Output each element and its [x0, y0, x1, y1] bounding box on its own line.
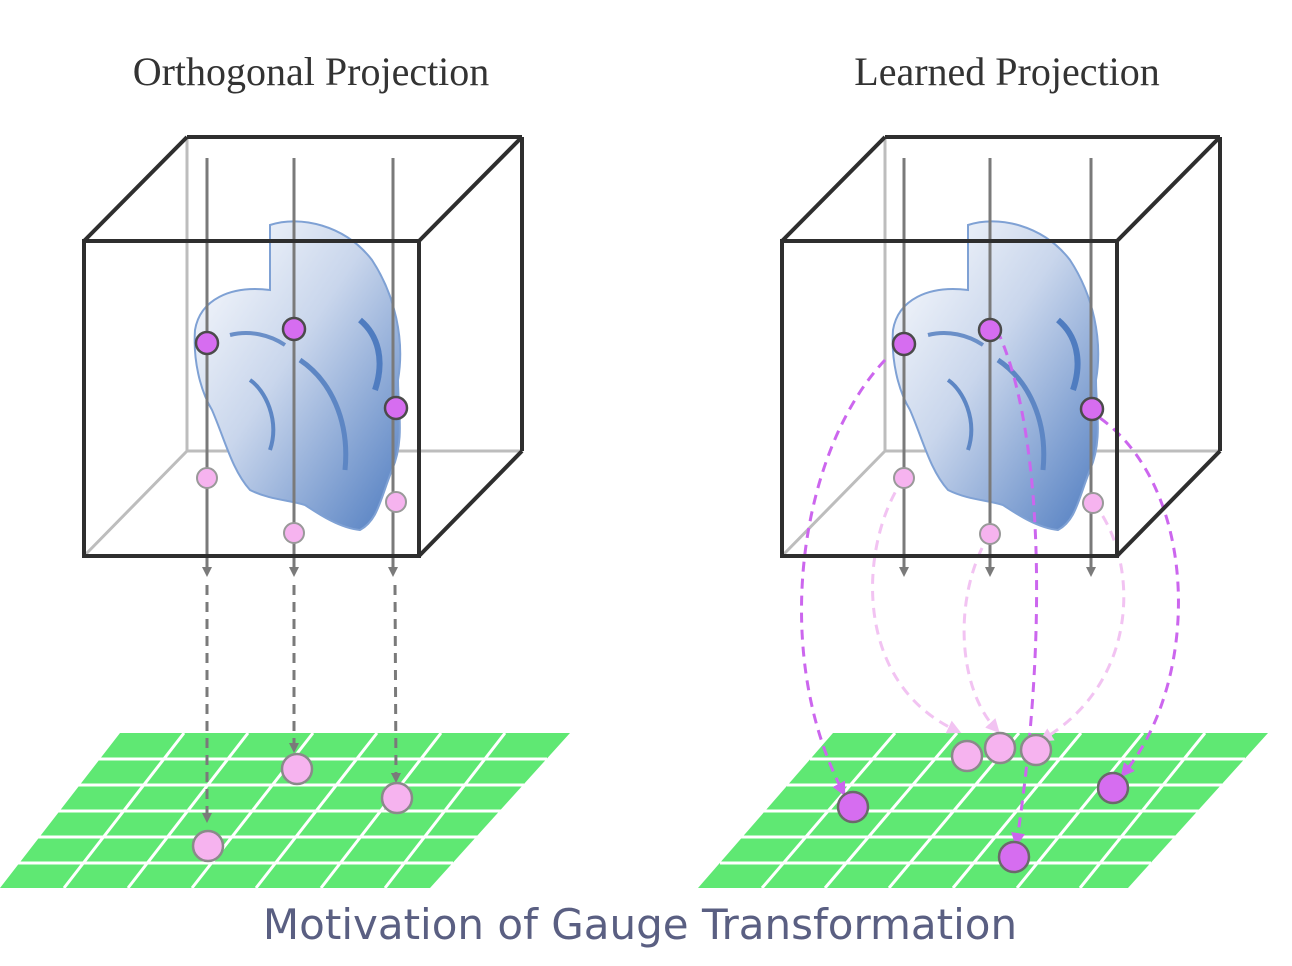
panel-title-learned: Learned Projection [854, 49, 1160, 94]
learned-rays-back [871, 477, 1126, 742]
image-plane-grid [0, 732, 570, 889]
projected-points-back-learned [950, 731, 1053, 773]
learned-panel [698, 135, 1268, 889]
bounding-cube-front-learned [780, 135, 1222, 558]
projected-points [191, 752, 414, 863]
sculpture-head-learned [891, 220, 1100, 532]
projected-points-front-learned [836, 771, 1130, 874]
sculpture-head [193, 220, 402, 532]
surface-points-back [196, 467, 407, 544]
projection-rays-dashed [202, 584, 401, 823]
surface-points-front [194, 316, 409, 421]
surface-points-front-learned [891, 317, 1105, 422]
figure-caption: Motivation of Gauge Transformation [262, 900, 1018, 949]
panel-title-orthogonal: Orthogonal Projection [132, 49, 490, 94]
orthogonal-panel [0, 135, 570, 889]
surface-points-back-learned [893, 467, 1104, 545]
bounding-cube-front [82, 135, 524, 558]
